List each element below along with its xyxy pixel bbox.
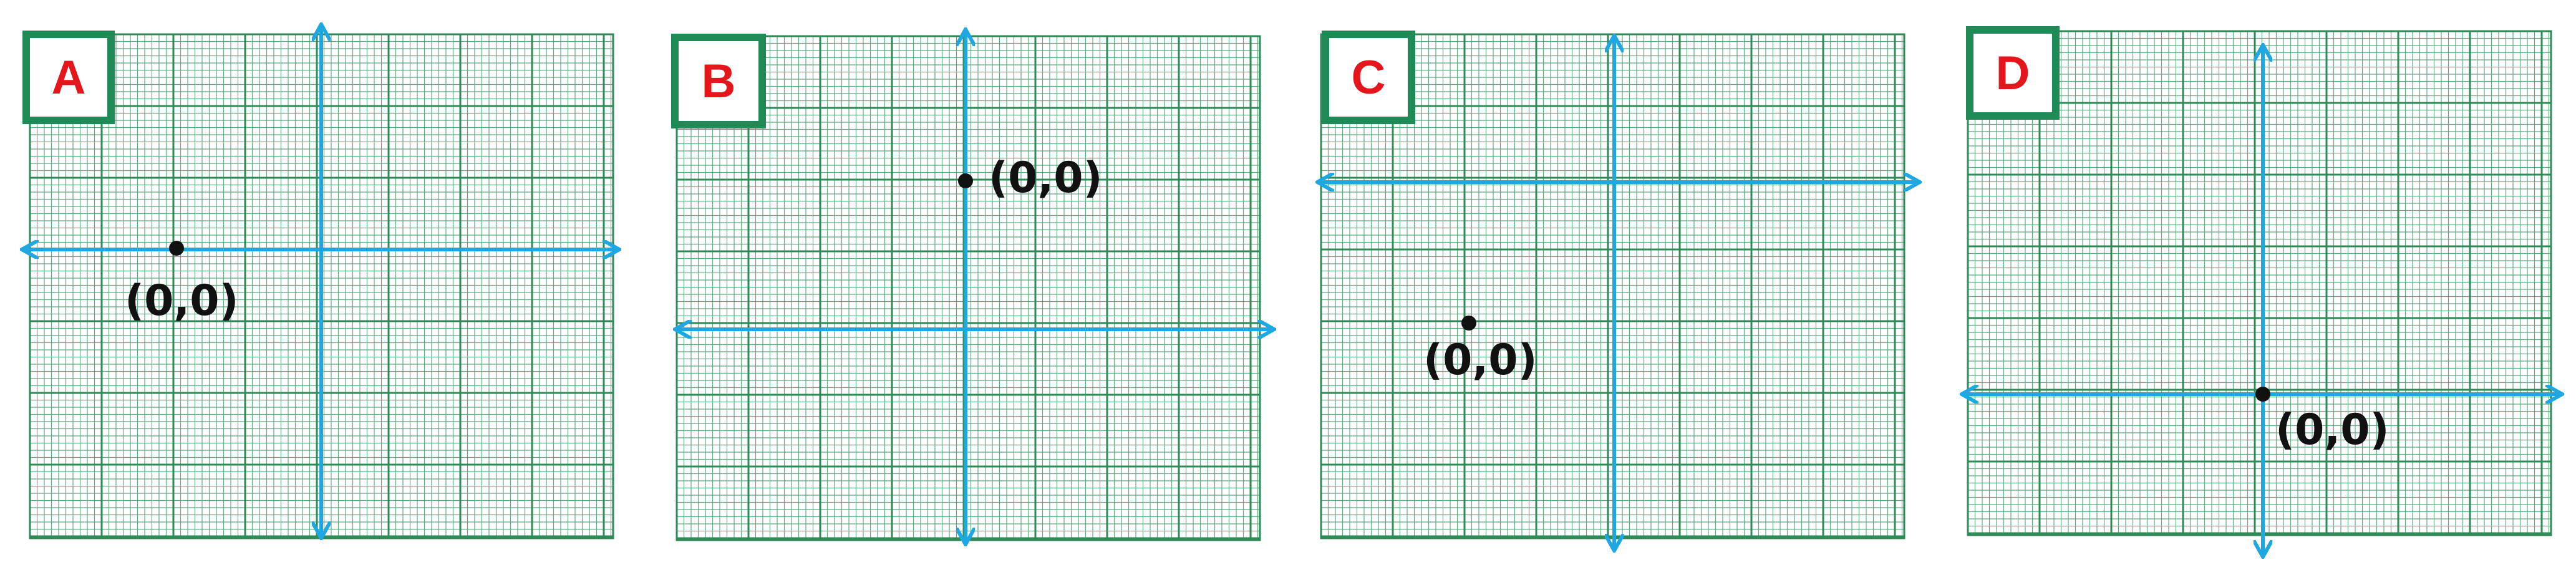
panel-label-box: [1322, 31, 1415, 124]
point-label: (0,0): [1423, 336, 1537, 385]
panel-d: (0,0) D: [1963, 26, 2560, 555]
panel-label: C: [1352, 51, 1386, 104]
point-label: (0,0): [2275, 405, 2390, 455]
panel-c: (0,0) C: [1319, 31, 1918, 549]
panel-label: B: [702, 55, 736, 108]
origin-point: [1461, 316, 1476, 331]
panel-label-box: [1966, 26, 2060, 120]
origin-point: [169, 241, 184, 256]
panel-label: A: [52, 51, 86, 104]
origin-point: [2255, 387, 2270, 402]
panel-label-box: [671, 34, 766, 128]
point-label: (0,0): [989, 153, 1103, 203]
panel-b: (0,0) B: [671, 31, 1272, 543]
panel-a: (0,0) A: [24, 26, 617, 538]
origin-point: [958, 173, 973, 188]
point-label: (0,0): [125, 276, 239, 326]
panel-label: D: [1996, 47, 2030, 100]
panel-label-box: [22, 31, 115, 124]
